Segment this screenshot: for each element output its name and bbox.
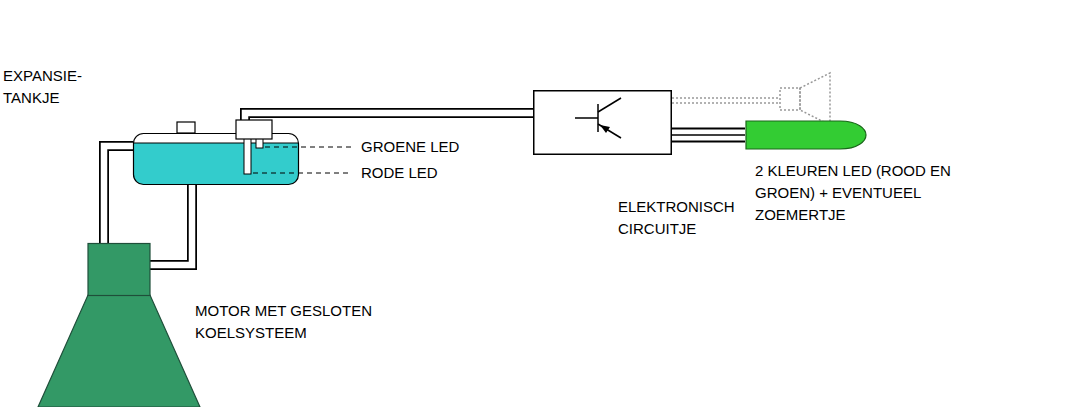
buzzer-symbol [672, 73, 830, 125]
sensor-cable [245, 113, 533, 133]
sensor-label: GROENE LED [361, 138, 459, 156]
coolant-hose [150, 185, 192, 265]
engine: MOTOR MET GESLOTEN KOELSYSTEEM [37, 243, 202, 407]
two-colour-led-shape [745, 120, 867, 150]
node-label: EXPANSIE- TANKJE [3, 65, 103, 109]
sensor-label: RODE LED [361, 164, 438, 182]
engine-shape [37, 243, 202, 407]
expansion-tank: EXPANSIE- TANKJE [133, 133, 299, 185]
electronic-circuit: ELEKTRONISCH CIRCUITJE [533, 90, 672, 155]
node-label: 2 KLEUREN LED (ROOD EN GROEN) + EVENTUEE… [755, 160, 960, 225]
node-label: ELEKTRONISCH CIRCUITJE [618, 196, 758, 240]
two-colour-led: 2 KLEUREN LED (ROOD EN GROEN) + EVENTUEE… [745, 120, 867, 150]
coolant-hose [104, 146, 133, 243]
electronic-circuit-shape [533, 90, 672, 155]
led-cable [672, 135, 745, 136]
transistor-symbol [575, 98, 621, 138]
node-label: MOTOR MET GESLOTEN KOELSYSTEEM [195, 300, 405, 344]
expansion-tank-shape [133, 133, 299, 185]
